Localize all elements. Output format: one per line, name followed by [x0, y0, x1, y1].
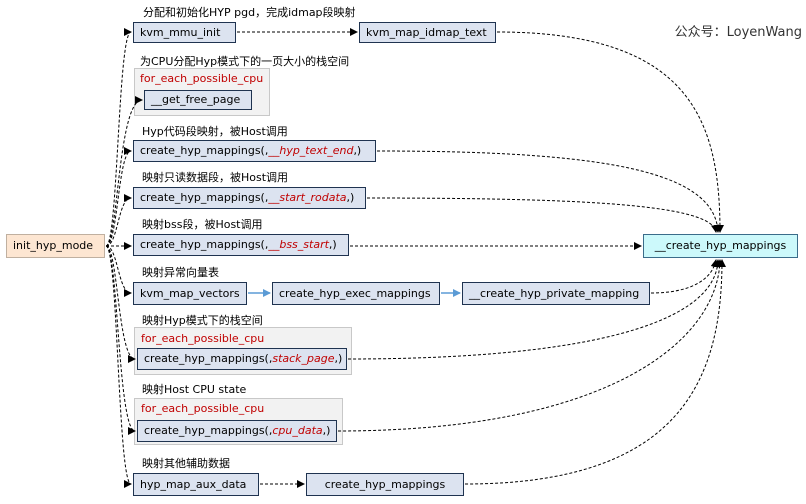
node-create-hyp-mappings-bss[interactable]: create_hyp_mappings(,__bss_start,) [133, 234, 349, 256]
node-kvm-mmu-init[interactable]: kvm_mmu_init [133, 22, 236, 43]
watermark: 公众号：LoyenWang [674, 25, 802, 40]
node-kvm-map-vectors[interactable]: kvm_map_vectors [133, 282, 247, 305]
call-arg: __hyp_text_end [268, 144, 354, 157]
call-prefix: create_hyp_mappings(, [140, 144, 269, 157]
caption-row-2: Hyp代码段映射，被Host调用 [142, 125, 288, 138]
edge-root-row-5 [105, 245, 132, 297]
edge-idmap-to-target [496, 31, 724, 233]
edge-root-row-3 [105, 194, 132, 247]
node-create-hyp-mappings-text[interactable]: create_hyp_mappings(,__hyp_text_end,) [133, 140, 376, 162]
node-create-hyp-private-mapping[interactable]: __create_hyp_private_mapping [462, 282, 650, 305]
node-kvm-map-idmap-text[interactable]: kvm_map_idmap_text [359, 22, 496, 43]
edge-root-row-2 [105, 147, 132, 247]
loop-label-row-1: for_each_possible_cpu [140, 72, 264, 85]
caption-row-6: 映射Hyp模式下的栈空间 [142, 314, 263, 327]
node-hyp-map-aux-data[interactable]: hyp_map_aux_data [133, 473, 259, 496]
call-arg: cpu_data [272, 424, 323, 437]
caption-row-7: 映射Host CPU state [142, 383, 247, 396]
edge-root-row-8 [105, 245, 132, 488]
edge-text-to-target [376, 150, 722, 233]
caption-row-4: 映射bss段，被Host调用 [142, 218, 263, 231]
caption-row-8: 映射其他辅助数据 [142, 457, 230, 470]
call-arg: stack_page [272, 352, 335, 365]
loop-label-row-7: for_each_possible_cpu [141, 402, 265, 415]
edge-root-row-7 [105, 245, 136, 435]
edge-root-row-6 [105, 245, 136, 363]
edge-root-row-0 [105, 28, 132, 247]
caption-row-1: 为CPU分配Hyp模式下的一页大小的栈空间 [140, 55, 350, 68]
caption-row-3: 映射只读数据段，被Host调用 [142, 171, 289, 184]
call-suffix: ,) [322, 424, 331, 437]
call-suffix: ,) [346, 191, 355, 204]
edge-cpu-data-to-target [337, 259, 724, 432]
caption-row-0: 分配和初始化HYP pgd，完成idmap段映射 [143, 6, 356, 19]
edge-stack-to-target [347, 259, 722, 360]
caption-row-5: 映射异常向量表 [142, 266, 219, 279]
edge-root-row-1 [105, 96, 143, 247]
call-arg: __start_rodata [268, 191, 347, 204]
call-arg: __bss_start [268, 238, 329, 251]
node-create-hyp-exec-mappings[interactable]: create_hyp_exec_mappings [272, 282, 440, 305]
call-prefix: create_hyp_mappings(, [144, 352, 273, 365]
call-suffix: ,) [328, 238, 337, 251]
node-create-hyp-mappings-target[interactable]: __create_hyp_mappings [643, 234, 798, 258]
edge-rodata-to-target [366, 197, 719, 233]
call-suffix: ,) [353, 144, 362, 157]
node-create-hyp-mappings-rodata[interactable]: create_hyp_mappings(,__start_rodata,) [133, 187, 366, 209]
call-suffix: ,) [334, 352, 343, 365]
node-get-free-page[interactable]: __get_free_page [144, 90, 252, 110]
loop-label-row-6: for_each_possible_cpu [141, 332, 265, 345]
call-prefix: create_hyp_mappings(, [140, 191, 269, 204]
node-create-hyp-mappings-aux[interactable]: create_hyp_mappings [306, 473, 464, 496]
edge-private-to-target [650, 259, 719, 294]
edge-aux-create-to-target [464, 259, 726, 485]
call-prefix: create_hyp_mappings(, [140, 238, 269, 251]
node-create-hyp-mappings-stack[interactable]: create_hyp_mappings(,stack_page,) [137, 348, 347, 370]
call-prefix: create_hyp_mappings(, [144, 424, 273, 437]
node-create-hyp-mappings-cpu-data[interactable]: create_hyp_mappings(,cpu_data,) [137, 420, 337, 442]
node-init-hyp-mode[interactable]: init_hyp_mode [6, 234, 105, 258]
